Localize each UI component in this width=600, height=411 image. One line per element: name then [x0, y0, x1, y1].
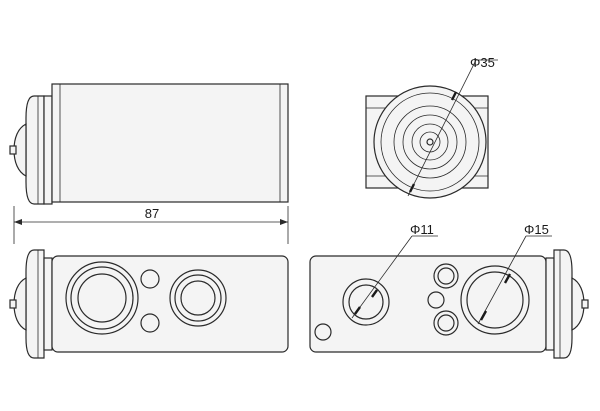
- diameter-body-label: Φ35: [470, 55, 495, 70]
- side-tip: [9, 145, 17, 155]
- dimension-length: 87: [13, 206, 289, 244]
- side-collar: [43, 95, 53, 205]
- side-flange: [25, 95, 45, 205]
- port-face-right: Φ11 Φ15: [309, 222, 589, 359]
- side-body: [51, 83, 289, 203]
- dimension-length-label: 87: [145, 206, 159, 221]
- side-view: [9, 83, 289, 205]
- end-outer-circle: [373, 85, 487, 199]
- diameter-large-port-label: Φ15: [524, 222, 549, 237]
- port-face-left: [9, 249, 289, 359]
- end-view: Φ35: [365, 55, 498, 199]
- diameter-small-port-label: Φ11: [410, 222, 434, 237]
